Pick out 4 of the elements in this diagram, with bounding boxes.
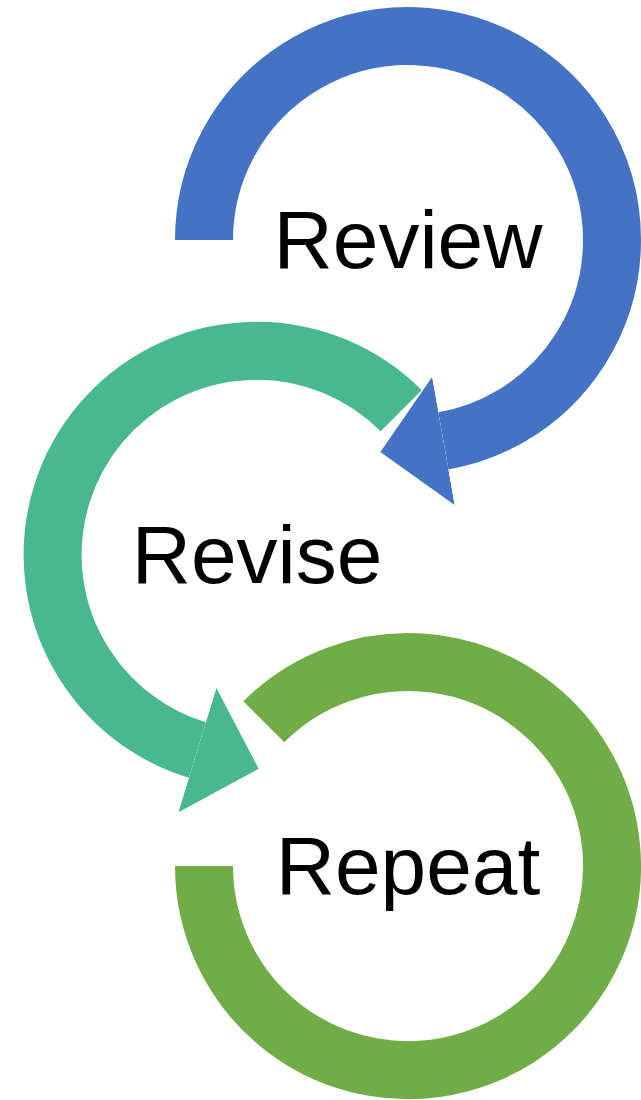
arrow (380, 377, 527, 505)
arrow (121, 688, 258, 812)
step-label: Revise (131, 514, 383, 596)
step-label: Review (273, 199, 543, 281)
